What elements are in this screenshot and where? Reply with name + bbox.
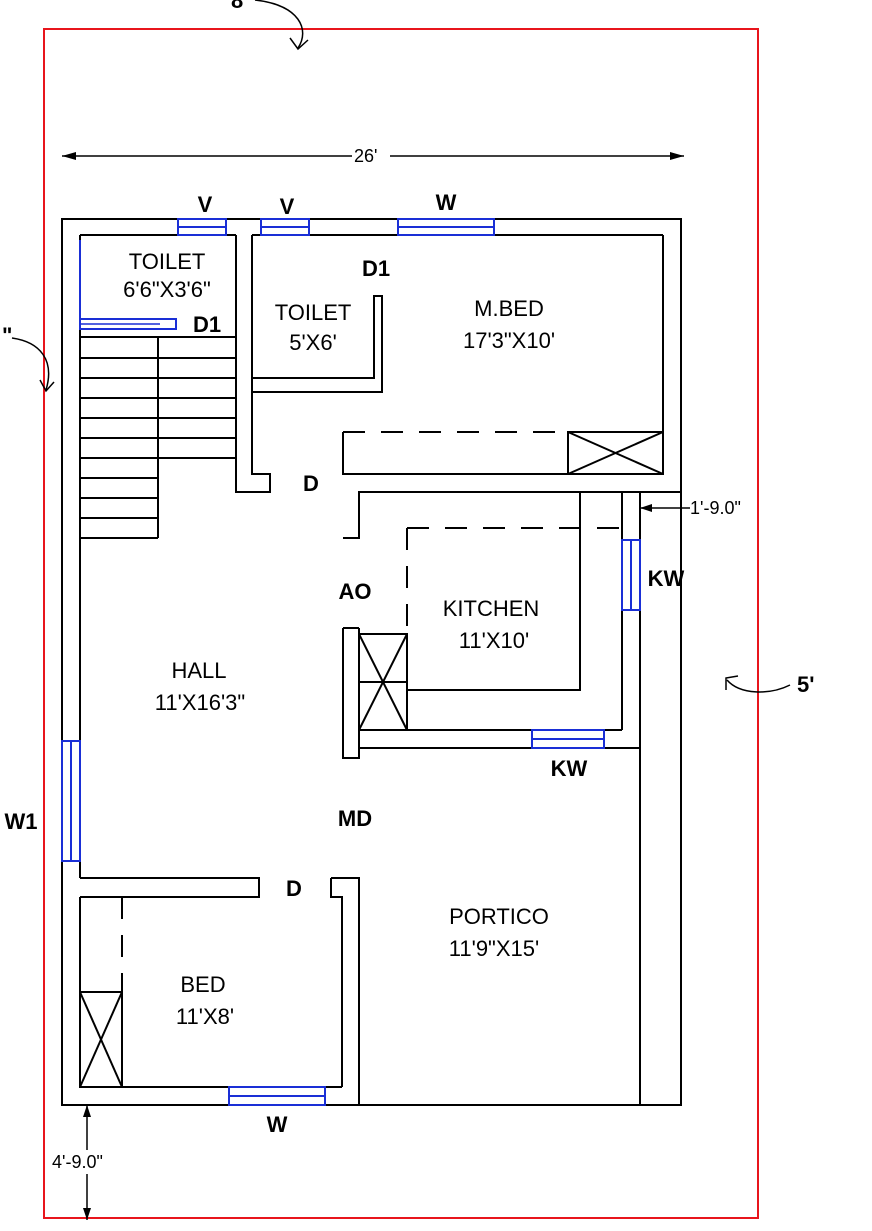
bed-wardrobe xyxy=(79,991,123,1088)
window-w-bottom xyxy=(228,1086,326,1106)
opening-w-bottom: W xyxy=(267,1112,288,1137)
bed-name: BED xyxy=(180,972,225,997)
toilet2-size: 5'X6' xyxy=(289,330,337,355)
toilet1-wall xyxy=(235,235,271,493)
bed-wall-right xyxy=(331,877,360,1105)
window-w1 xyxy=(61,740,81,862)
opening-w1: W1 xyxy=(5,809,38,834)
bed-wall-top xyxy=(80,877,260,898)
hall-size: 11'X16'3" xyxy=(155,690,245,715)
staircase xyxy=(80,337,236,539)
bottom-offset-arrow-top xyxy=(83,1105,91,1117)
right-offset-label: 1'-9.0" xyxy=(690,498,741,518)
setback-arrow-left xyxy=(11,337,50,391)
mbed-wardrobe-x2 xyxy=(567,431,664,475)
bed-wardrobe-x2 xyxy=(79,991,123,1088)
opening-d-bed: D xyxy=(286,876,302,901)
setback-arrow-top-head xyxy=(289,37,309,51)
opening-v1: V xyxy=(198,192,213,217)
window-v2 xyxy=(260,218,310,236)
opening-kw-bottom: KW xyxy=(551,756,588,781)
mbed-wardrobe xyxy=(567,431,664,475)
kitchen-slab xyxy=(407,492,581,691)
bottom-offset-arrow-bottom xyxy=(83,1208,91,1220)
kitchen-name: KITCHEN xyxy=(443,596,540,621)
bottom-offset-bg xyxy=(50,1150,122,1174)
dim-label-bg xyxy=(352,144,390,168)
setback-arrow-right xyxy=(726,679,791,693)
toilet1-size: 6'6"X3'6" xyxy=(123,277,211,302)
opening-d-mid: D xyxy=(303,471,319,496)
mbed-size: 17'3"X10' xyxy=(463,328,555,353)
outer-wall-outer xyxy=(61,218,682,1106)
setback-arrow-left-head xyxy=(39,379,55,393)
plot-boundary xyxy=(43,28,759,1219)
setback-arrow-top xyxy=(254,0,304,49)
portico-name: PORTICO xyxy=(449,904,549,929)
mbed-name: M.BED xyxy=(474,296,544,321)
window-w-top xyxy=(397,218,495,236)
window-kw-bottom xyxy=(531,729,605,749)
opening-ao: AO xyxy=(339,579,372,604)
bed-size: 11'X8' xyxy=(176,1004,234,1029)
toilet1-name: TOILET xyxy=(129,249,206,274)
overall-width-label: 26' xyxy=(354,146,377,166)
bottom-offset-label: 4'-9.0" xyxy=(52,1152,103,1172)
dim-arrow-right xyxy=(670,152,684,160)
bed-wall-right-inner xyxy=(330,878,343,1087)
window-v1 xyxy=(177,218,227,236)
setback-top-label: 8' xyxy=(231,0,248,13)
kitchen-size: 11'X10' xyxy=(459,628,529,653)
portico-size: 11'9"X15' xyxy=(449,936,539,961)
right-offset-arrow xyxy=(640,504,652,512)
opening-v2: V xyxy=(280,194,295,219)
kitchen-wall-left xyxy=(342,628,640,759)
setback-arrow-right-head xyxy=(725,675,739,690)
toilet2-name: TOILET xyxy=(275,300,352,325)
opening-w-top: W xyxy=(436,190,457,215)
dim-arrow-left xyxy=(62,152,76,160)
opening-d1-a: D1 xyxy=(362,256,390,281)
hall-name: HALL xyxy=(171,658,226,683)
setback-right-label: 5' xyxy=(797,672,814,697)
opening-md: MD xyxy=(338,806,372,831)
setback-left-label: " xyxy=(2,323,12,348)
opening-kw-right: KW xyxy=(648,566,685,591)
window-kw-right xyxy=(621,539,641,611)
opening-d1-b: D1 xyxy=(193,312,221,337)
mbed-bottom-wall xyxy=(342,432,663,475)
